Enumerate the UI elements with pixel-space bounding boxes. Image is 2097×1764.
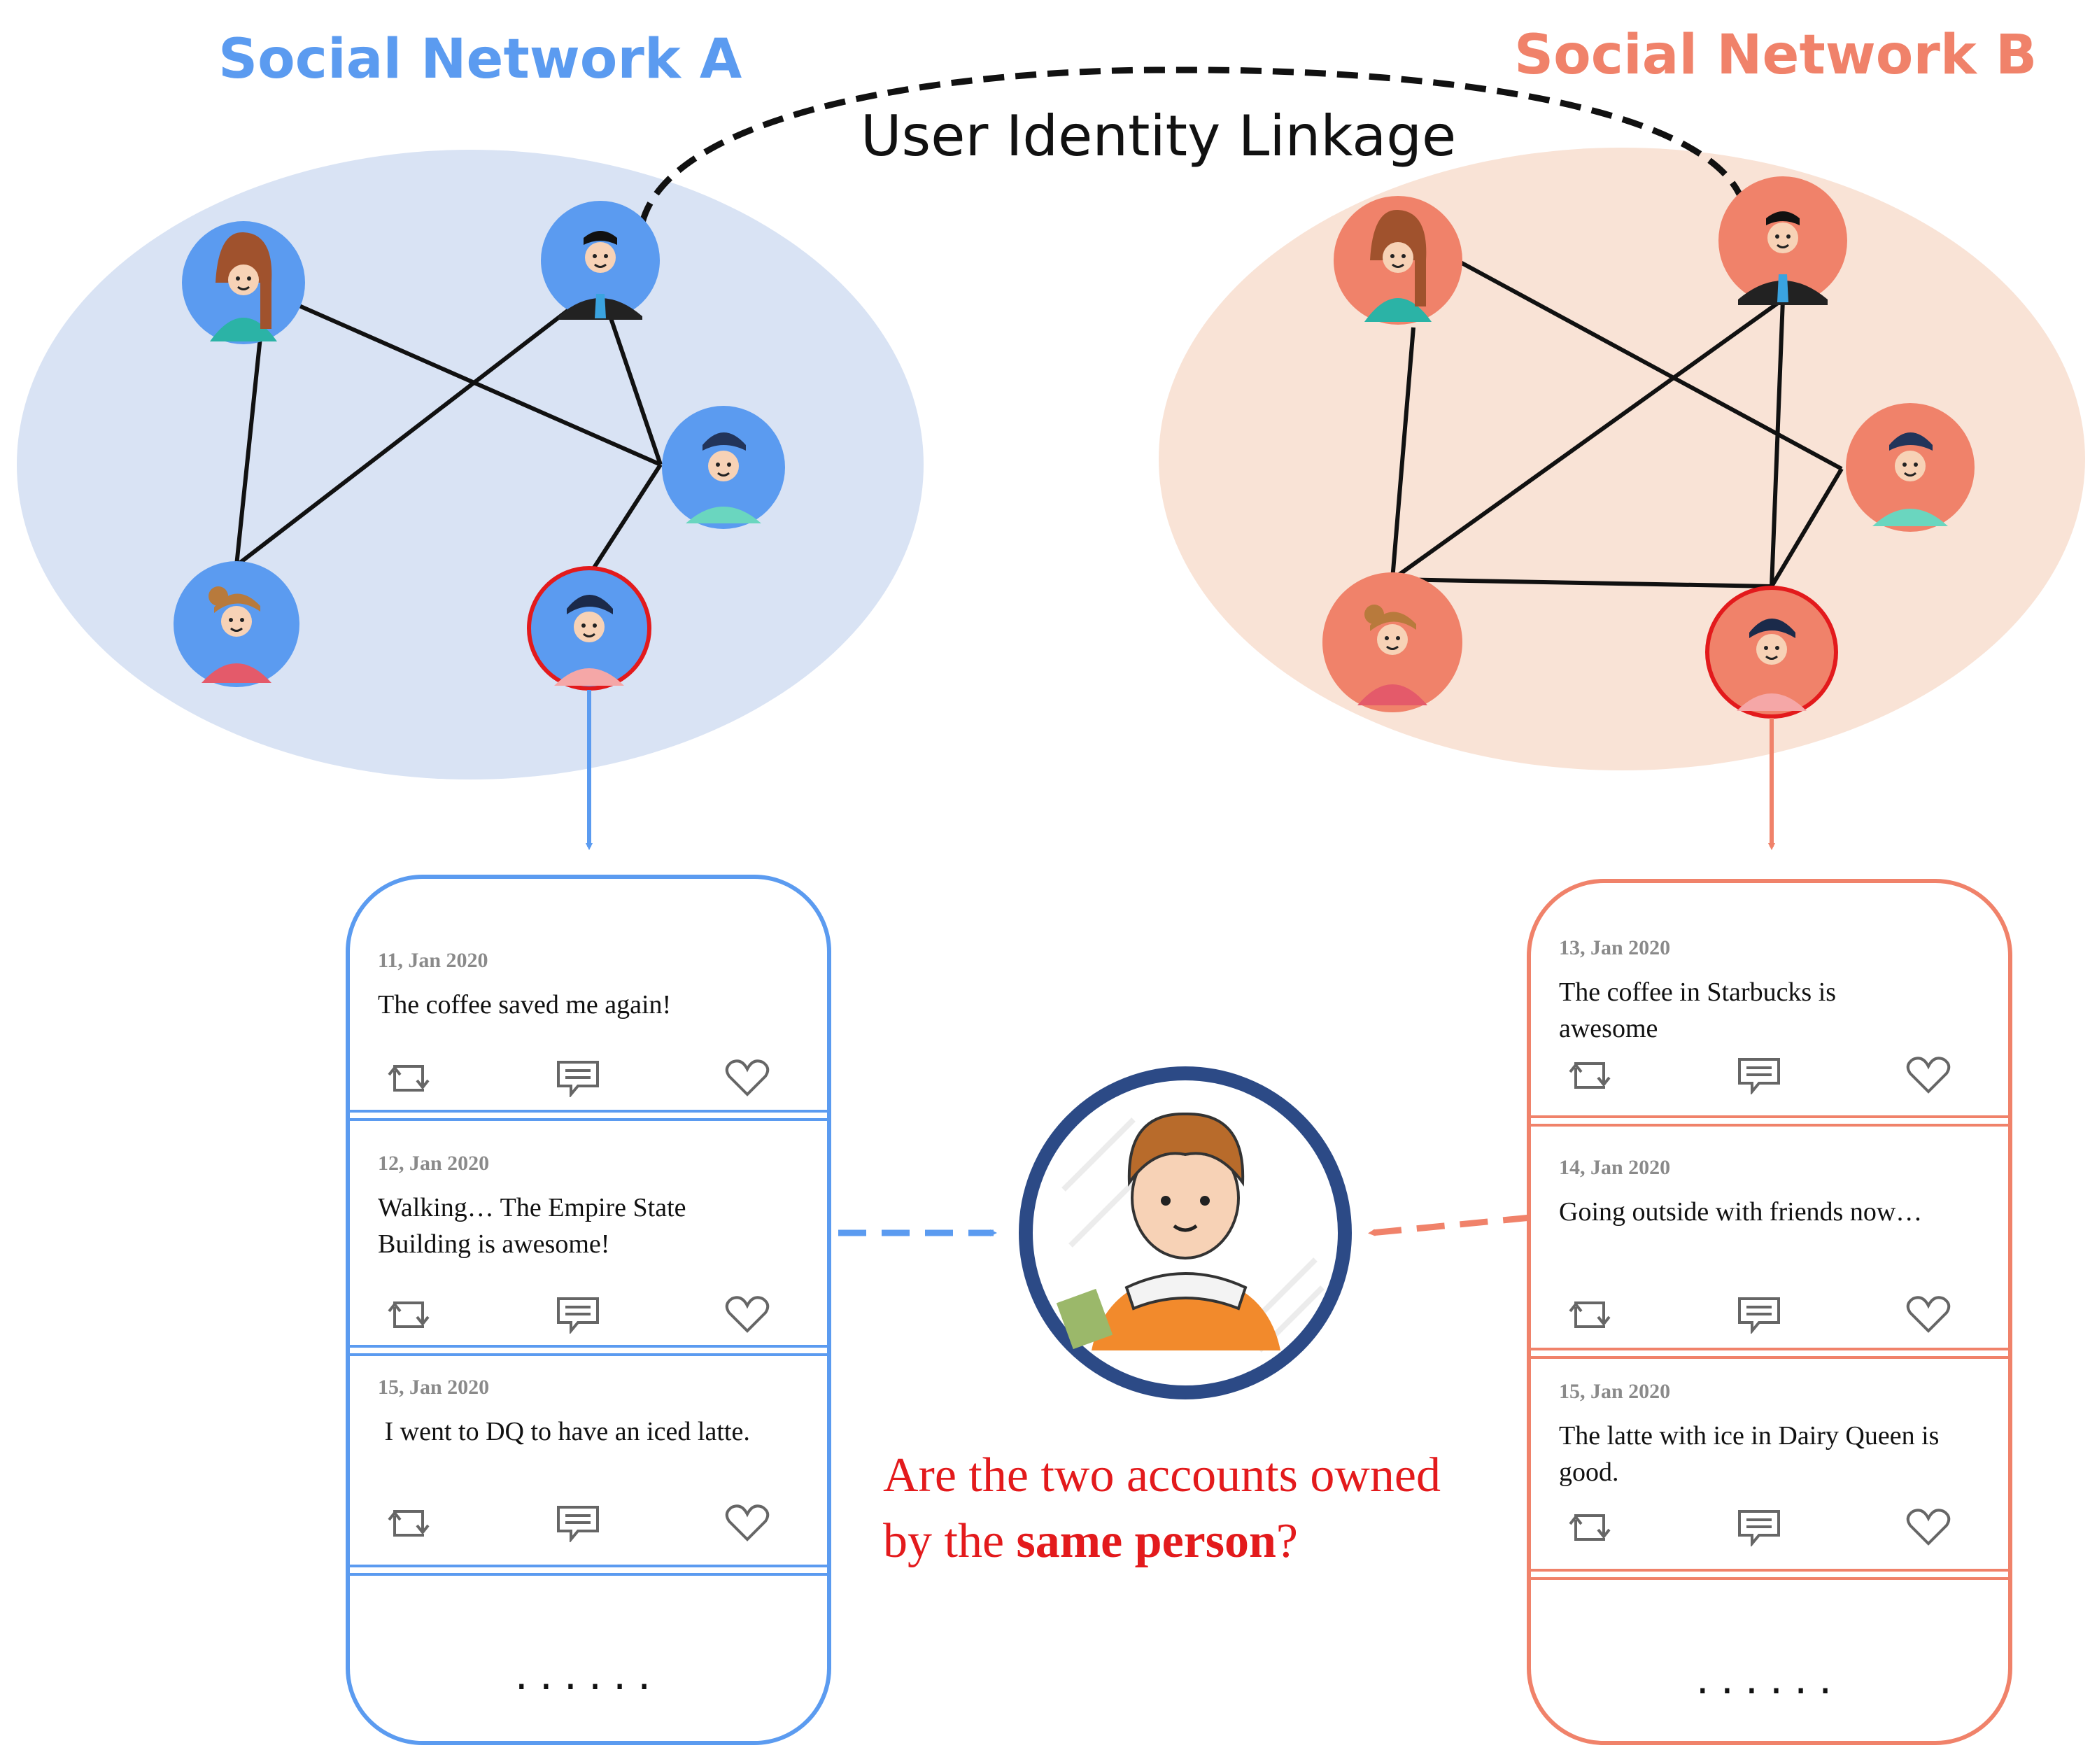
identity-linkage-arc bbox=[639, 66, 1744, 224]
post-actions bbox=[378, 1503, 799, 1542]
heart-icon[interactable] bbox=[721, 1294, 774, 1334]
question-suffix: ? bbox=[1276, 1514, 1298, 1568]
edge-a1 bbox=[242, 279, 662, 467]
post-text: The latte with ice in Dairy Queen is goo… bbox=[1559, 1421, 1940, 1487]
post-b3: 15, Jan 2020 The latte with ice in Dairy… bbox=[1559, 1380, 1980, 1490]
post-divider bbox=[350, 1565, 827, 1576]
more-indicator: ······ bbox=[514, 1663, 663, 1712]
edge-b5 bbox=[1392, 577, 1772, 588]
post-date: 11, Jan 2020 bbox=[378, 949, 488, 972]
avatar-b-boy bbox=[1846, 403, 1975, 532]
repost-icon[interactable] bbox=[382, 1294, 435, 1334]
question-emphasis: same person bbox=[1016, 1514, 1276, 1568]
edge-b2 bbox=[1390, 327, 1415, 580]
post-text: Walking… The Empire State Building is aw… bbox=[378, 1193, 686, 1259]
avatar-b-girl bbox=[1322, 572, 1462, 712]
post-a3: 15, Jan 2020 I went to DQ to have an ice… bbox=[378, 1376, 799, 1450]
avatar-a-woman bbox=[182, 221, 305, 344]
question-line-1: Are the two accounts owned bbox=[883, 1448, 1441, 1502]
post-date: 13, Jan 2020 bbox=[1559, 936, 1671, 959]
repost-icon[interactable] bbox=[382, 1058, 435, 1097]
edge-a3 bbox=[235, 283, 602, 567]
comment-icon[interactable] bbox=[1732, 1294, 1786, 1334]
avatar-b-woman bbox=[1334, 196, 1462, 325]
edge-b4 bbox=[1770, 299, 1785, 587]
post-date: 14, Jan 2020 bbox=[1559, 1156, 1671, 1179]
post-text: I went to DQ to have an iced latte. bbox=[378, 1417, 750, 1446]
comment-icon[interactable] bbox=[551, 1058, 605, 1097]
edge-b3 bbox=[1391, 297, 1784, 581]
post-divider bbox=[350, 1345, 827, 1356]
more-indicator: ······ bbox=[1695, 1667, 1844, 1716]
post-divider bbox=[1531, 1348, 2008, 1359]
avatar-a-boy bbox=[662, 406, 785, 529]
avatar-a-businessman bbox=[541, 201, 660, 320]
post-a2: 12, Jan 2020 Walking… The Empire State B… bbox=[378, 1152, 799, 1262]
post-divider bbox=[1531, 1115, 2008, 1127]
post-text: Going outside with friends now… bbox=[1559, 1197, 1923, 1227]
comment-icon[interactable] bbox=[551, 1294, 605, 1334]
post-actions bbox=[378, 1058, 799, 1097]
post-date: 15, Jan 2020 bbox=[378, 1376, 490, 1399]
linkage-label: User Identity Linkage bbox=[861, 104, 1457, 169]
repost-icon[interactable] bbox=[382, 1503, 435, 1542]
network-a-title: Social Network A bbox=[218, 28, 742, 91]
edge-a4 bbox=[605, 307, 663, 465]
post-actions bbox=[1559, 1055, 1980, 1094]
comment-icon[interactable] bbox=[551, 1503, 605, 1542]
avatar-b-target-user bbox=[1705, 586, 1838, 719]
timeline-b: 13, Jan 2020 The coffee in Starbucks is … bbox=[1527, 879, 2012, 1745]
post-text: The coffee saved me again! bbox=[378, 990, 672, 1019]
post-actions bbox=[1559, 1294, 1980, 1334]
post-b2: 14, Jan 2020 Going outside with friends … bbox=[1559, 1156, 1980, 1230]
network-b-edges bbox=[1390, 258, 1844, 588]
avatar-a-girl bbox=[174, 561, 299, 687]
comment-icon[interactable] bbox=[1732, 1507, 1786, 1546]
question-line-2: by the same person? bbox=[883, 1509, 1441, 1574]
question-line-2-start: by the bbox=[883, 1514, 1017, 1568]
network-a-region bbox=[17, 150, 924, 779]
heart-icon[interactable] bbox=[721, 1503, 774, 1542]
post-actions bbox=[1559, 1507, 1980, 1546]
avatar-a-target-user bbox=[527, 566, 651, 691]
post-actions bbox=[378, 1294, 799, 1334]
edge-a2 bbox=[234, 337, 262, 566]
avatar-b-businessman bbox=[1718, 176, 1847, 305]
post-b1: 13, Jan 2020 The coffee in Starbucks is … bbox=[1559, 936, 1980, 1047]
heart-icon[interactable] bbox=[721, 1058, 774, 1097]
edge-a5 bbox=[587, 463, 663, 577]
post-a1: 11, Jan 2020 The coffee saved me again! bbox=[378, 949, 799, 1023]
comment-icon[interactable] bbox=[1732, 1055, 1786, 1094]
repost-icon[interactable] bbox=[1563, 1507, 1616, 1546]
network-a-edges bbox=[234, 279, 663, 577]
question-text: Are the two accounts owned by the same p… bbox=[883, 1443, 1441, 1574]
heart-icon[interactable] bbox=[1902, 1507, 1955, 1546]
post-divider bbox=[350, 1110, 827, 1121]
arrow-b-to-person bbox=[1368, 1214, 1532, 1236]
heart-icon[interactable] bbox=[1902, 1055, 1955, 1094]
post-text: The coffee in Starbucks is awesome bbox=[1559, 978, 1837, 1043]
timeline-a: 11, Jan 2020 The coffee saved me again! … bbox=[346, 875, 831, 1745]
person-avatar bbox=[1019, 1066, 1352, 1399]
post-divider bbox=[1531, 1569, 2008, 1580]
post-date: 15, Jan 2020 bbox=[1559, 1380, 1671, 1403]
post-date: 12, Jan 2020 bbox=[378, 1152, 490, 1175]
heart-icon[interactable] bbox=[1902, 1294, 1955, 1334]
network-b-title: Social Network B bbox=[1514, 24, 2038, 87]
repost-icon[interactable] bbox=[1563, 1294, 1616, 1334]
repost-icon[interactable] bbox=[1563, 1055, 1616, 1094]
edge-b6 bbox=[1770, 467, 1844, 588]
